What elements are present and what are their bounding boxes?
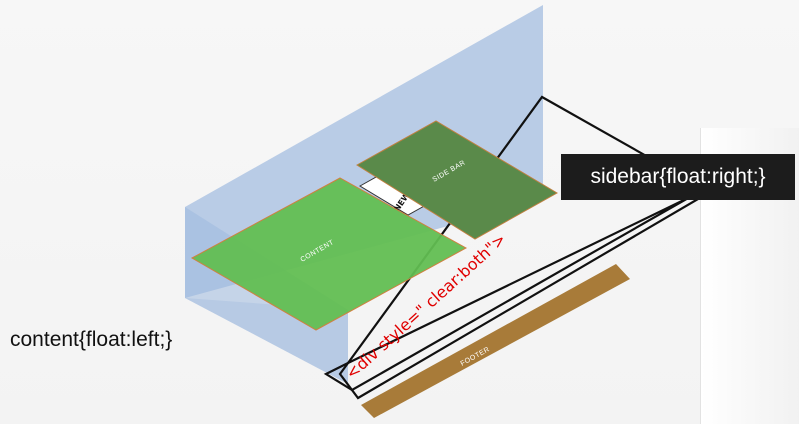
sidebar-float-callout: sidebar{float:right;}	[561, 154, 795, 200]
content-float-callout-text: content{float:left;}	[10, 328, 173, 351]
footer-box: FOOTER	[361, 264, 630, 418]
sidebar-box: SIDE BAR	[356, 120, 558, 240]
content-float-callout: content{float:left;}	[10, 328, 172, 352]
sidebar-float-callout-text: sidebar{float:right;}	[590, 165, 766, 188]
content-box: CONTENT	[190, 177, 468, 331]
